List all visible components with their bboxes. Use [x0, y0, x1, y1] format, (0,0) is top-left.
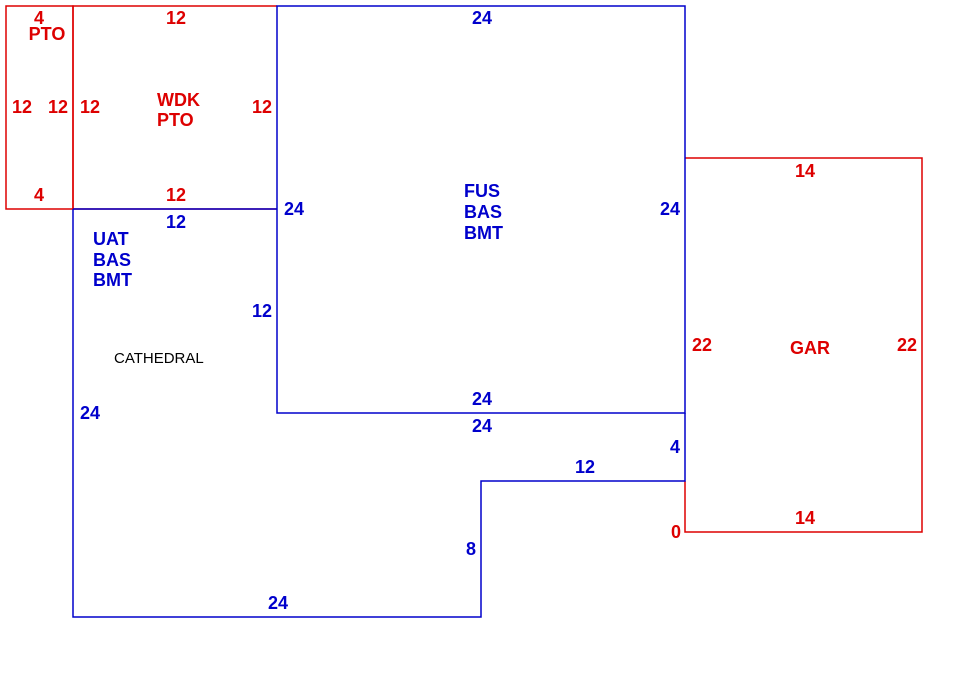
- uat-outline: [72, 209, 686, 618]
- uat-dim-bottom: 24: [268, 593, 288, 613]
- wdk-outline: [72, 5, 277, 209]
- uat-label-3: BMT: [93, 270, 132, 290]
- gar-dim-zero: 0: [671, 522, 681, 542]
- uat-dim-inner: 12: [252, 301, 272, 321]
- gar-dim-right: 22: [897, 335, 917, 355]
- uat-label-1: UAT: [93, 229, 129, 249]
- pto-dim-left: 12: [12, 97, 32, 117]
- fus-label-2: BAS: [464, 202, 502, 222]
- gar-outline: [684, 157, 923, 533]
- fus-dim-top: 24: [472, 8, 492, 28]
- fus-dim-left: 24: [284, 199, 304, 219]
- wdk-dim-bottom: 12: [166, 185, 186, 205]
- uat-label-2: BAS: [93, 250, 131, 270]
- uat-dim-left: 24: [80, 403, 100, 423]
- pto-small-label: PTO: [29, 24, 66, 44]
- uat-dim-short: 4: [670, 437, 680, 457]
- fus-dim-bottom: 24: [472, 389, 492, 409]
- cathedral-note: CATHEDRAL: [114, 350, 204, 367]
- uat-dim-mid: 24: [472, 416, 492, 436]
- fus-label-1: FUS: [464, 181, 500, 201]
- uat-dim-notch: 8: [466, 539, 476, 559]
- uat-dim-top: 12: [166, 212, 186, 232]
- wdk-dim-right: 12: [252, 97, 272, 117]
- fus-dim-right: 24: [660, 199, 680, 219]
- pto-dim-bottom: 4: [34, 185, 44, 205]
- wdk-label-1: WDK: [157, 90, 200, 110]
- gar-label: GAR: [790, 338, 830, 358]
- pto-dim-right: 12: [48, 97, 68, 117]
- gar-dim-bottom: 14: [795, 508, 815, 528]
- wdk-dim-left: 12: [80, 97, 100, 117]
- uat-dim-step: 12: [575, 457, 595, 477]
- gar-dim-left: 22: [692, 335, 712, 355]
- wdk-dim-top: 12: [166, 8, 186, 28]
- fus-label-3: BMT: [464, 223, 503, 243]
- gar-dim-top: 14: [795, 161, 815, 181]
- pto-dim-top: 4: [34, 8, 44, 28]
- wdk-label-2: PTO: [157, 110, 194, 130]
